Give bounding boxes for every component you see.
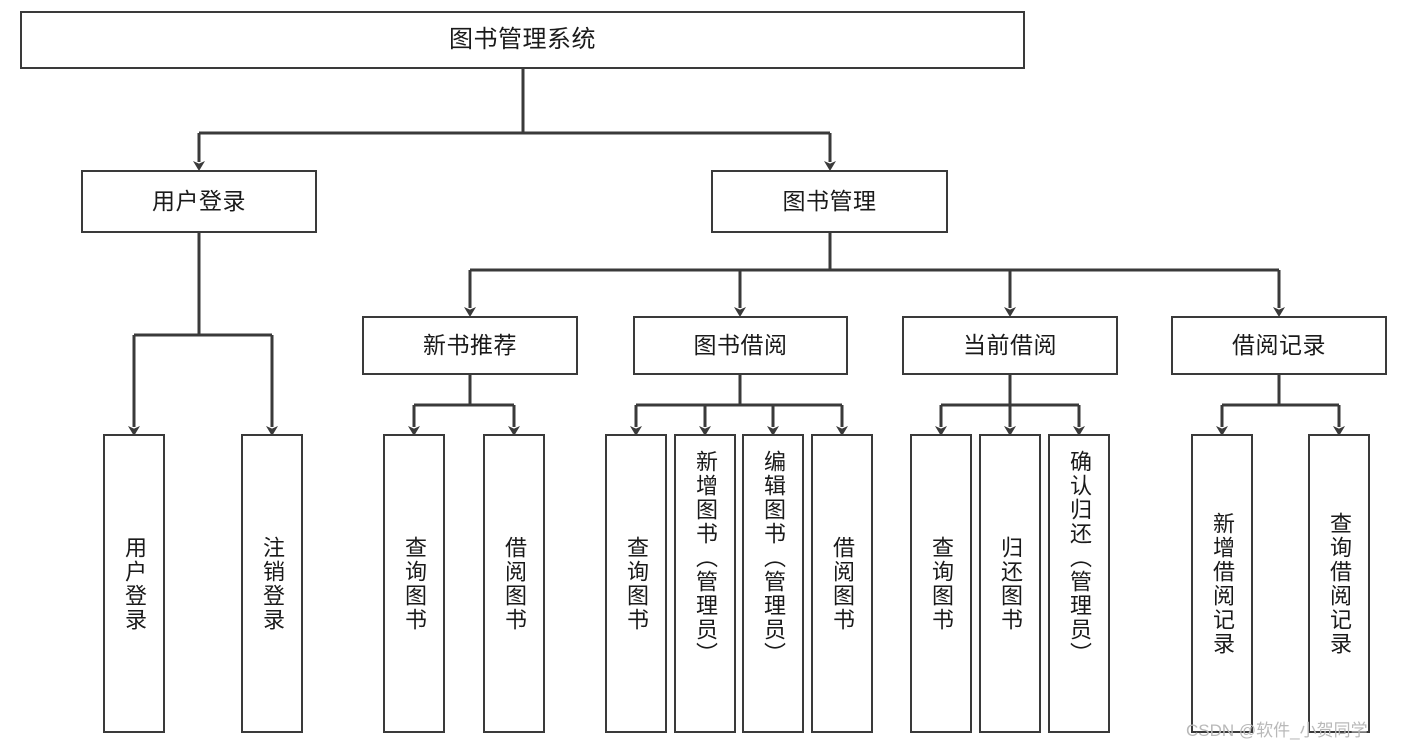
node-label: 归还图书 <box>998 535 1023 632</box>
node-borrowing-record[interactable]: 借阅记录 <box>1171 316 1387 375</box>
node-label: 注销登录 <box>260 535 285 632</box>
leaf-borrow-record-add-record[interactable]: 新增借阅记录 <box>1191 434 1253 733</box>
node-label: 图书借阅 <box>693 331 788 358</box>
node-label: 查询图书 <box>929 535 954 632</box>
node-label: 确认归还（管理员） <box>1067 450 1092 666</box>
node-label: 编辑图书（管理员） <box>761 450 786 666</box>
node-label: 新增图书（管理员） <box>693 450 718 666</box>
node-root-book-management-system[interactable]: 图书管理系统 <box>20 11 1025 69</box>
leaf-book-borrow-edit-book-admin[interactable]: 编辑图书（管理员） <box>742 434 804 733</box>
node-user-login[interactable]: 用户登录 <box>81 170 317 233</box>
node-new-book-recommendation[interactable]: 新书推荐 <box>362 316 578 375</box>
leaf-book-borrow-borrow-books[interactable]: 借阅图书 <box>811 434 873 733</box>
leaf-user-login-login[interactable]: 用户登录 <box>103 434 165 733</box>
node-label: 新增借阅记录 <box>1210 511 1235 656</box>
node-label: 图书管理 <box>782 187 877 214</box>
node-label: 用户登录 <box>122 535 147 632</box>
leaf-new-book-borrow-books[interactable]: 借阅图书 <box>483 434 545 733</box>
leaf-current-borrow-query-books[interactable]: 查询图书 <box>910 434 972 733</box>
node-label: 查询借阅记录 <box>1327 511 1352 656</box>
node-label: 借阅记录 <box>1232 331 1326 358</box>
node-label: 当前借阅 <box>963 331 1057 358</box>
leaf-user-login-logout[interactable]: 注销登录 <box>241 434 303 733</box>
node-book-borrowing[interactable]: 图书借阅 <box>633 316 848 375</box>
leaf-current-borrow-confirm-return-admin[interactable]: 确认归还（管理员） <box>1048 434 1110 733</box>
csdn-watermark: CSDN @软件_小贺同学 <box>1186 721 1368 740</box>
leaf-new-book-query-books[interactable]: 查询图书 <box>383 434 445 733</box>
node-book-management[interactable]: 图书管理 <box>711 170 948 233</box>
node-label: 图书管理系统 <box>449 25 596 53</box>
leaf-borrow-record-query-record[interactable]: 查询借阅记录 <box>1308 434 1370 733</box>
node-label: 查询图书 <box>624 535 649 632</box>
node-label: 借阅图书 <box>830 535 855 632</box>
leaf-current-borrow-return-books[interactable]: 归还图书 <box>979 434 1041 733</box>
node-label: 新书推荐 <box>423 331 517 358</box>
node-label: 借阅图书 <box>502 535 527 632</box>
leaf-book-borrow-add-book-admin[interactable]: 新增图书（管理员） <box>674 434 736 733</box>
node-current-borrowing[interactable]: 当前借阅 <box>902 316 1118 375</box>
leaf-book-borrow-query-books[interactable]: 查询图书 <box>605 434 667 733</box>
node-label: 用户登录 <box>152 187 246 214</box>
node-label: 查询图书 <box>402 535 427 632</box>
